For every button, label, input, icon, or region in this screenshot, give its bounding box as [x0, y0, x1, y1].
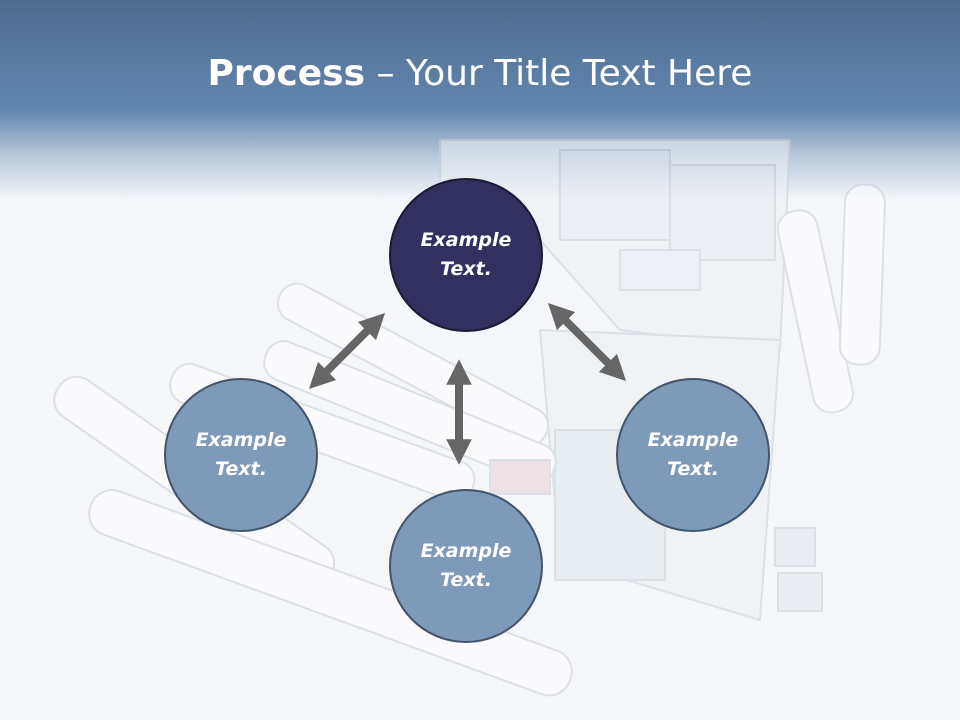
process-node-top-text: Example Text.: [420, 229, 512, 280]
slide-title: Process – Your Title Text Here: [0, 52, 960, 96]
title-bold-part: Process: [207, 53, 366, 94]
arrow-top-right: [547, 302, 627, 382]
process-node-top[interactable]: Example Text.: [389, 178, 543, 332]
process-node-right-text: Example Text.: [647, 429, 739, 480]
process-node-left[interactable]: Example Text.: [164, 378, 318, 532]
process-node-bottom[interactable]: Example Text.: [389, 489, 543, 643]
process-node-bottom-text: Example Text.: [420, 540, 512, 591]
process-node-left-text: Example Text.: [195, 429, 287, 480]
process-node-right[interactable]: Example Text.: [616, 378, 770, 532]
arrow-top-left: [308, 312, 386, 390]
title-rest-part: – Your Title Text Here: [365, 53, 753, 94]
